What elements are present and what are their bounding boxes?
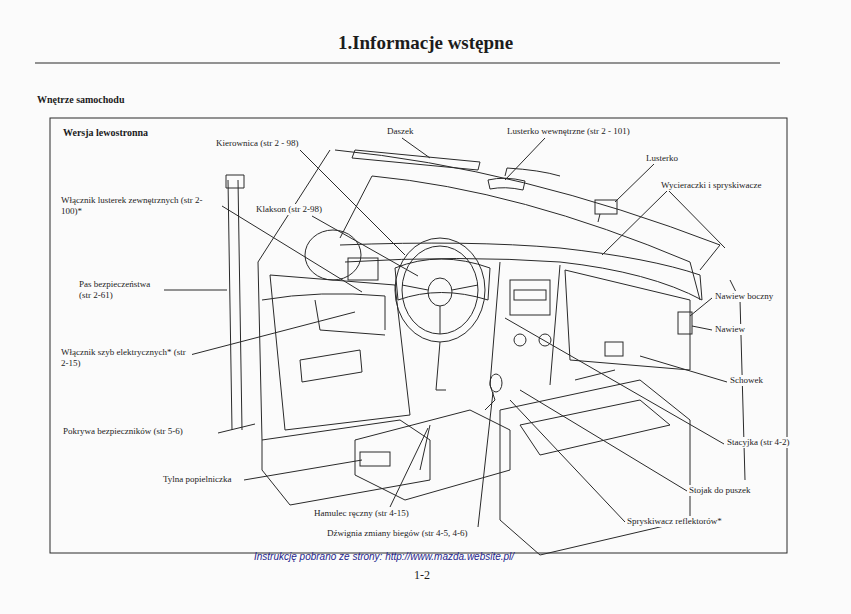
callout-label: Dźwignia zmiany biegów (str 4-5, 4-6) (326, 528, 468, 539)
callout-label: Schowek (729, 375, 764, 386)
leader-lines (160, 138, 727, 527)
callout-label: Stojak do puszek (688, 485, 752, 496)
callout-label: Nawiew (714, 324, 746, 335)
callout-label: Tylna popielniczka (162, 474, 233, 485)
rule-line (35, 62, 780, 63)
car-drawing (226, 150, 745, 555)
callout-label: Lusterko wewnętrzne (str 2 - 101) (506, 126, 631, 137)
section-heading: Wnętrze samochodu (36, 94, 126, 105)
frame (50, 118, 787, 553)
callout-label: Wycieraczki i spryskiwacze (660, 180, 762, 191)
source-note: Instrukcję pobrano ze strony: http://www… (253, 551, 515, 562)
callout-label: Pas bezpieczeństwa (str 2-61) (78, 279, 164, 301)
callout-label: Kierownica (str 2 - 98) (215, 138, 299, 149)
callout-label: Stacyjka (str 4-2) (726, 437, 790, 448)
callout-label: Spryskiwacz reflektorów* (626, 516, 723, 527)
callout-label: Włącznik lusterek zewnętrznych (str 2-10… (60, 195, 212, 217)
callout-label: Włącznik szyb elektrycznych* (str 2-15) (60, 347, 192, 369)
page-title: 1.Informacje wstępne (0, 32, 851, 54)
callout-label: Klakson (str 2-98) (255, 204, 323, 215)
callout-label: Daszek (386, 126, 415, 137)
page-number: 1-2 (413, 568, 431, 582)
version-label: Wersja lewostronna (62, 127, 149, 138)
callout-label: Hamulec ręczny (str 4-15) (313, 508, 410, 519)
callout-label: Nawiew boczny (714, 291, 774, 302)
callout-label: Pokrywa bezpieczników (str 5-6) (62, 426, 184, 437)
callout-label: Lusterko (645, 153, 679, 164)
